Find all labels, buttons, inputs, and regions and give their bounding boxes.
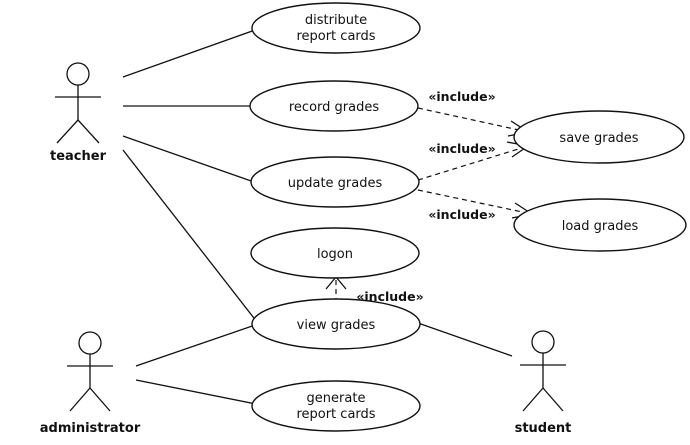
assoc-admin-view xyxy=(135,323,259,367)
uc-update-label: update grades xyxy=(288,176,383,191)
include-record-save-line xyxy=(417,107,529,133)
actor-administrator: administrator xyxy=(40,331,141,436)
use-case-logon: logon xyxy=(250,227,420,279)
assoc-teacher-distribute xyxy=(122,29,256,78)
use-case-record-grades: record grades xyxy=(249,80,419,132)
use-case-generate-report-cards: generate report cards xyxy=(251,380,421,432)
teacher-label: teacher xyxy=(50,149,107,164)
assoc-student-view xyxy=(417,322,513,357)
actor-student: student xyxy=(515,330,572,436)
student-label: student xyxy=(515,421,572,436)
uc-load-label: load grades xyxy=(562,219,639,234)
use-case-view-grades: view grades xyxy=(251,298,421,350)
uc-generate-line1: generate xyxy=(307,391,366,406)
student-head xyxy=(531,330,555,354)
uc-view-label: view grades xyxy=(297,318,376,333)
use-case-save-grades: save grades xyxy=(513,110,685,164)
uc-save-label: save grades xyxy=(559,131,638,146)
assoc-teacher-view xyxy=(122,149,258,323)
include-label-update-load: «include» xyxy=(428,207,495,222)
uc-distribute-line2: report cards xyxy=(296,29,375,44)
administrator-label: administrator xyxy=(40,421,141,436)
associations xyxy=(122,29,513,405)
use-case-load-grades: load grades xyxy=(513,198,687,252)
uc-generate-line2: report cards xyxy=(296,407,375,422)
uc-distribute-line1: distribute xyxy=(305,13,367,28)
include-label-view-logon: «include» xyxy=(356,289,423,304)
include-update-save-line xyxy=(417,145,529,181)
teacher-head xyxy=(66,62,90,86)
include-update-load-line xyxy=(417,189,533,215)
use-case-update-grades: update grades xyxy=(250,156,420,208)
uc-record-label: record grades xyxy=(289,100,379,115)
uc-logon-label: logon xyxy=(317,247,353,262)
use-case-distribute-report-cards: distribute report cards xyxy=(251,2,421,54)
include-label-record-save: «include» xyxy=(428,89,495,104)
include-label-update-save: «include» xyxy=(428,141,495,156)
actor-teacher: teacher xyxy=(50,62,107,164)
assoc-admin-generate xyxy=(135,379,257,405)
administrator-head xyxy=(78,331,102,355)
assoc-teacher-update xyxy=(122,135,255,183)
include-dependencies: «include» «include» «include» «include» xyxy=(325,89,534,304)
